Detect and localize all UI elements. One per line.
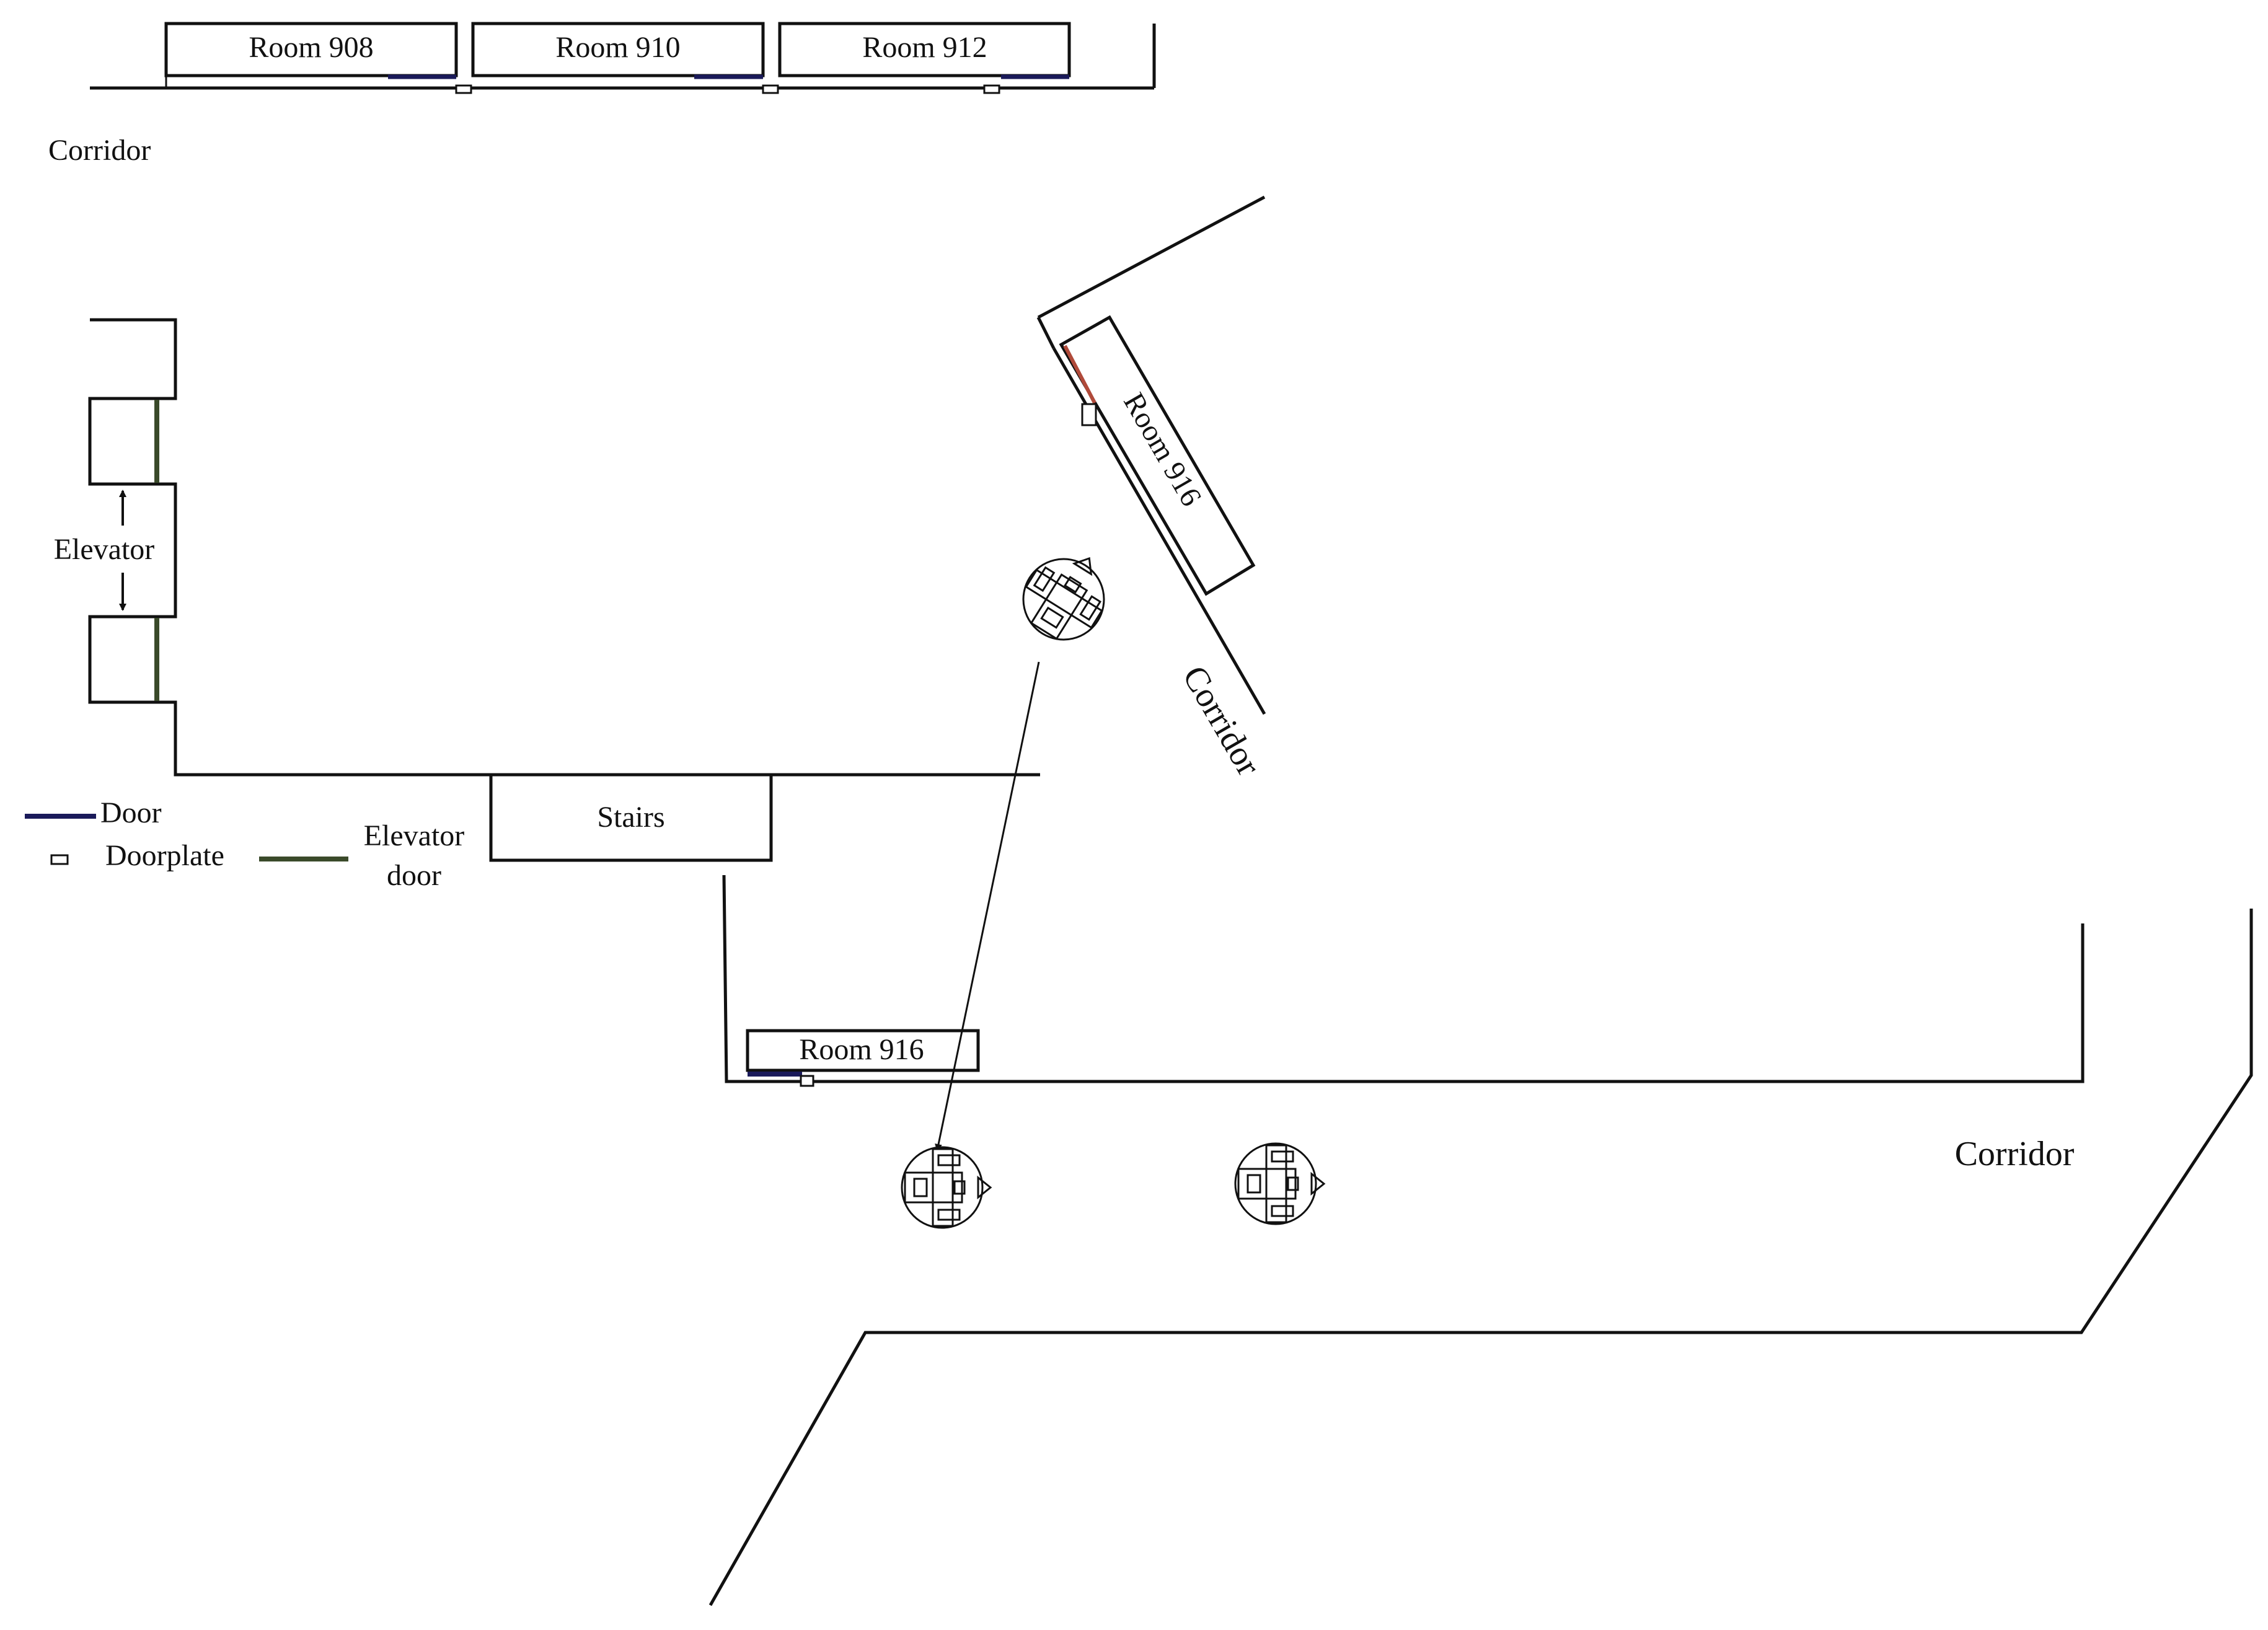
stairs-label: Stairs <box>597 801 664 834</box>
doorplate-icon <box>50 854 69 865</box>
room-916-lower[interactable]: Room 916 <box>746 1029 980 1087</box>
path-arrow-icon <box>935 661 1040 1152</box>
doorplate-icon <box>762 84 779 94</box>
doorplate-icon <box>455 84 472 94</box>
doorplate-icon <box>983 84 1000 94</box>
elevator-label: Elevator <box>54 533 155 566</box>
robot-topdown-icon <box>1007 535 1124 656</box>
room-910-label: Room 910 <box>555 31 680 64</box>
robot-right <box>1234 1142 1325 1225</box>
legend-door-label: Door <box>100 796 162 829</box>
corridor-label-right: Corridor <box>1955 1135 2075 1173</box>
room-908-label: Room 908 <box>249 31 373 64</box>
doorplate-icon <box>800 1075 814 1087</box>
robot-topdown-icon <box>1234 1142 1325 1225</box>
elevator-block: Elevator <box>54 318 1040 777</box>
room-916-lower-label: Room 916 <box>799 1033 924 1066</box>
diagonal-corridor-section: Room 916 Corridor <box>1036 195 1268 782</box>
legend: Door Doorplate Elevator door <box>25 796 464 892</box>
legend-elevator-door-label-1: Elevator <box>364 819 465 852</box>
robot-topdown-icon <box>901 1146 992 1229</box>
room-912[interactable]: Room 912 <box>778 22 1071 94</box>
legend-elevator-door-label-2: door <box>387 859 441 892</box>
legend-doorplate-label: Doorplate <box>105 839 224 872</box>
room-908[interactable]: Room 908 <box>164 22 472 94</box>
lower-corridor-section: Room 916 Corridor <box>708 874 2253 1606</box>
corridor-label-top-left: Corridor <box>48 134 151 167</box>
corridor-label-diagonal: Corridor <box>1175 659 1268 782</box>
room-916-rotated[interactable]: Room 916 <box>1059 315 1256 596</box>
robot-near-room916 <box>901 1146 992 1229</box>
room-910[interactable]: Room 910 <box>471 22 779 94</box>
stairs: Stairs <box>489 773 773 862</box>
room-912-label: Room 912 <box>862 31 987 64</box>
top-wall-section: Room 908 Room 910 Room 912 <box>90 22 1156 94</box>
robot-diagonal <box>1007 535 1124 656</box>
doorplate-icon <box>1081 403 1097 426</box>
